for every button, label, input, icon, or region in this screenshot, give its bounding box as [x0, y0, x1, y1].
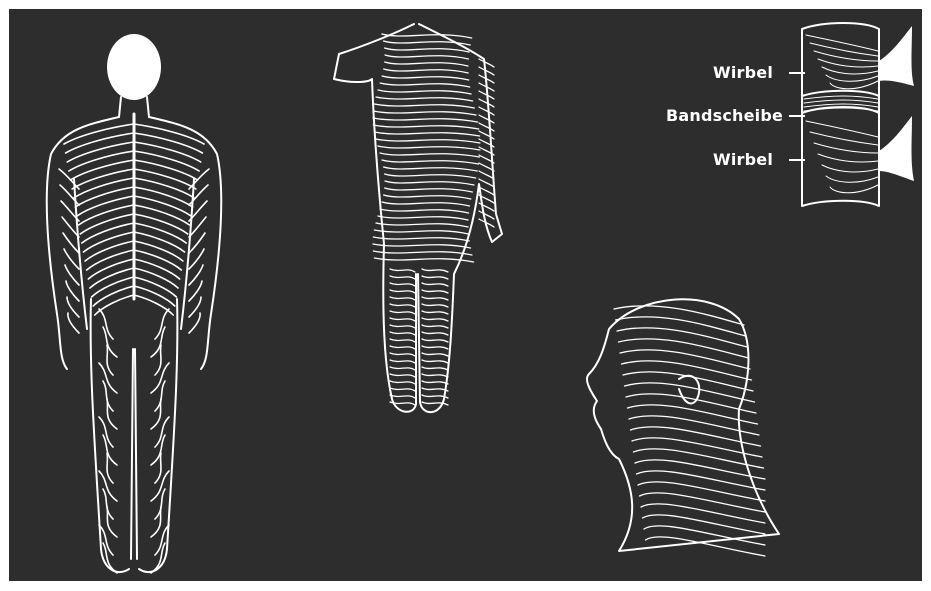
nervous-system-back-figure — [29, 29, 239, 581]
illustration-panel: Wirbel Bandscheibe Wirbel — [9, 9, 922, 581]
wirbel-top-label: Wirbel — [713, 65, 773, 81]
wirbel-bottom-leader — [789, 159, 805, 161]
head-profile-figure — [579, 289, 789, 554]
wirbel-top-leader — [789, 72, 805, 74]
bandscheibe-leader — [789, 115, 805, 117]
wirbel-bottom-label: Wirbel — [713, 152, 773, 168]
bandscheibe-label: Bandscheibe — [666, 108, 783, 124]
muscle-lines-front-figure — [324, 24, 509, 419]
vertebra-diagram — [794, 21, 919, 221]
